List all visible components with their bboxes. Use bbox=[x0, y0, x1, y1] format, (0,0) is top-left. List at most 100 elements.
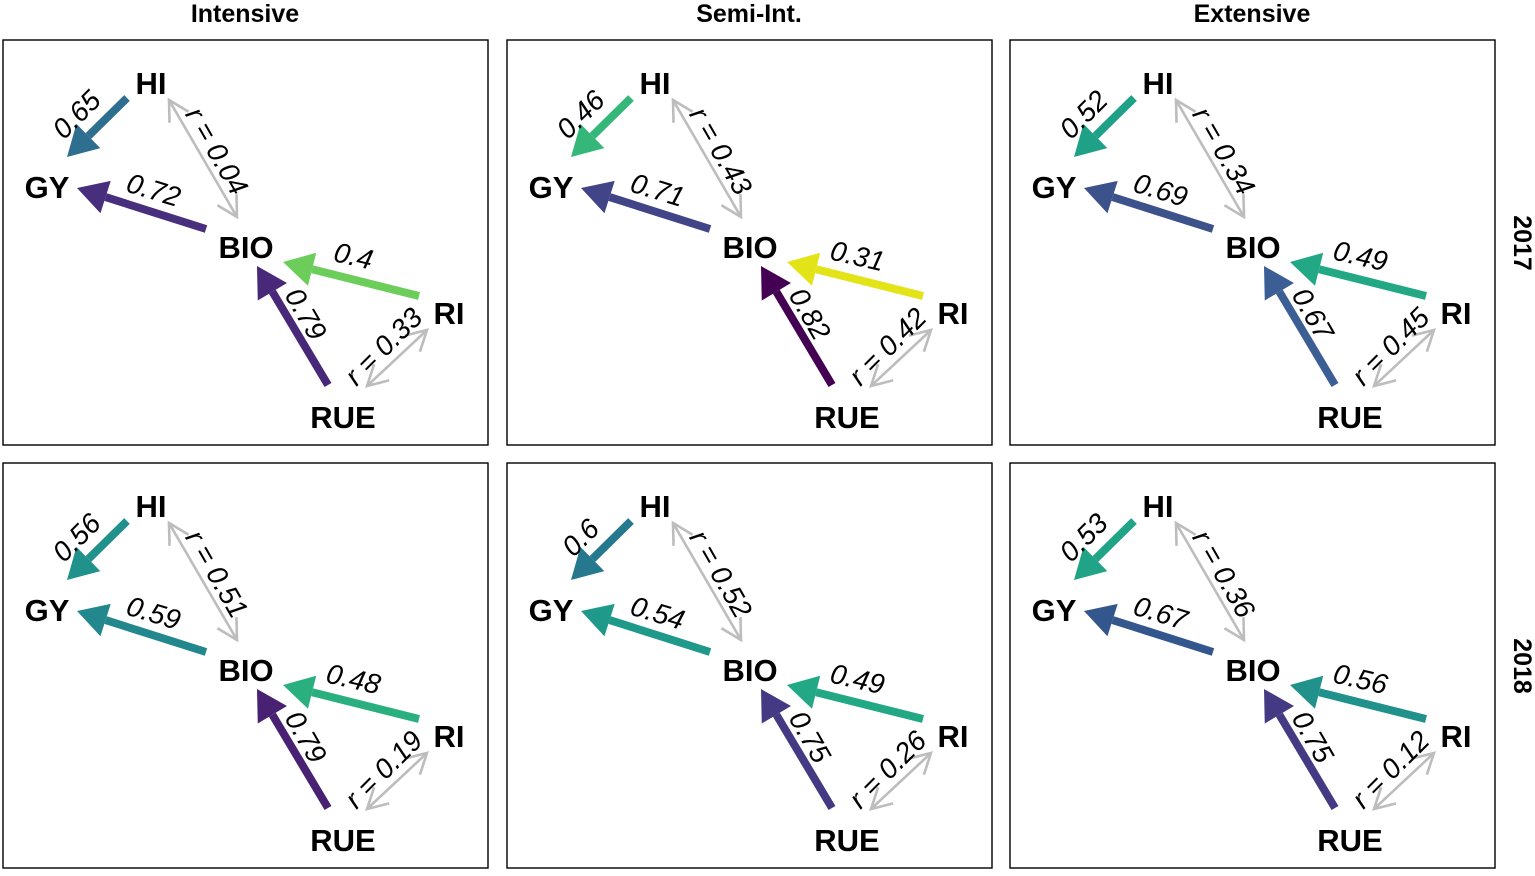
path-shaft bbox=[268, 712, 332, 811]
path-head bbox=[581, 603, 615, 637]
path-shaft bbox=[608, 616, 712, 656]
node-ri: RI bbox=[1441, 296, 1472, 331]
path-arrow-rue-to-bio: 0.67 bbox=[1264, 266, 1341, 388]
column-title-extensive: Extensive bbox=[1194, 0, 1311, 28]
path-head bbox=[1074, 123, 1108, 157]
correlation-head-end bbox=[869, 363, 894, 388]
correlation-head-end bbox=[216, 194, 239, 220]
path-shaft bbox=[1318, 688, 1427, 723]
path-arrow-rue-to-bio: 0.79 bbox=[257, 266, 333, 388]
path-head bbox=[67, 123, 101, 157]
node-ri: RI bbox=[938, 296, 969, 331]
path-coefficient-hi-to-gy: 0.46 bbox=[550, 84, 611, 145]
correlation-head-start bbox=[1411, 328, 1436, 353]
correlation-head-end bbox=[720, 194, 743, 220]
node-gy: GY bbox=[1032, 593, 1077, 628]
node-gy: GY bbox=[25, 170, 70, 205]
path-arrow-bio-to-gy: 0.54 bbox=[581, 590, 712, 656]
path-arrow-hi-to-gy: 0.65 bbox=[46, 84, 130, 157]
correlation-line bbox=[366, 752, 428, 810]
correlation-head-end bbox=[1372, 786, 1397, 811]
panel-intensive-2017: r = 0.04r = 0.330.650.720.40.79HIGYBIORI… bbox=[2, 39, 489, 446]
node-ri: RI bbox=[434, 719, 465, 754]
node-hi: HI bbox=[136, 489, 167, 524]
path-head bbox=[257, 689, 287, 724]
row-title-2018: 2018 bbox=[1508, 638, 1535, 694]
correlation-line bbox=[870, 329, 932, 387]
node-bio: BIO bbox=[1225, 653, 1280, 688]
node-hi: HI bbox=[640, 489, 671, 524]
path-arrow-bio-to-gy: 0.69 bbox=[1084, 167, 1215, 233]
node-gy: GY bbox=[1032, 170, 1077, 205]
correlation-head-end bbox=[1372, 363, 1397, 388]
path-head bbox=[1290, 675, 1324, 709]
path-arrow-rue-to-bio: 0.75 bbox=[761, 689, 837, 811]
node-hi: HI bbox=[1143, 66, 1174, 101]
node-rue: RUE bbox=[1317, 823, 1382, 858]
panel-semi-int-2018: r = 0.52r = 0.260.60.540.490.75HIGYBIORI… bbox=[506, 462, 993, 869]
panel-frame bbox=[2, 462, 489, 869]
path-shaft bbox=[1318, 265, 1427, 300]
path-head bbox=[761, 689, 791, 724]
correlation-head-start bbox=[1411, 751, 1436, 776]
panel-frame bbox=[2, 39, 489, 446]
path-coefficient-hi-to-gy: 0.52 bbox=[1053, 84, 1114, 145]
node-bio: BIO bbox=[218, 653, 273, 688]
path-coefficient-hi-to-gy: 0.53 bbox=[1053, 507, 1114, 568]
correlation-head-start bbox=[671, 97, 694, 123]
column-title-semi-int: Semi-Int. bbox=[696, 0, 802, 28]
path-shaft bbox=[268, 289, 332, 388]
path-head bbox=[571, 546, 605, 580]
row-title-2017: 2017 bbox=[1508, 215, 1535, 271]
correlation-head-end bbox=[1223, 194, 1246, 220]
path-arrow-hi-to-gy: 0.6 bbox=[556, 512, 634, 580]
path-arrow-bio-to-gy: 0.67 bbox=[1084, 590, 1215, 656]
correlation-arrow-hi-bio: r = 0.36 bbox=[1174, 520, 1261, 643]
node-rue: RUE bbox=[1317, 400, 1382, 435]
path-arrow-hi-to-gy: 0.53 bbox=[1053, 507, 1137, 580]
path-head bbox=[571, 123, 605, 157]
path-head bbox=[761, 266, 791, 301]
correlation-arrow-hi-bio: r = 0.04 bbox=[167, 97, 254, 220]
correlation-head-end bbox=[365, 363, 390, 388]
correlation-arrow-ri-rue: r = 0.12 bbox=[1346, 724, 1436, 814]
correlation-label-ri-rue: r = 0.45 bbox=[1346, 301, 1436, 391]
path-shaft bbox=[1275, 289, 1339, 388]
correlation-label-ri-rue: r = 0.33 bbox=[339, 301, 429, 391]
panel-frame bbox=[1009, 39, 1496, 446]
correlation-line bbox=[167, 99, 239, 218]
path-arrow-hi-to-gy: 0.52 bbox=[1053, 84, 1137, 157]
path-shaft bbox=[589, 518, 634, 562]
node-ri: RI bbox=[1441, 719, 1472, 754]
node-hi: HI bbox=[640, 66, 671, 101]
path-head bbox=[1264, 689, 1294, 724]
correlation-arrow-ri-rue: r = 0.33 bbox=[339, 301, 429, 391]
node-hi: HI bbox=[136, 66, 167, 101]
path-shaft bbox=[1092, 95, 1137, 139]
path-shaft bbox=[85, 95, 130, 139]
path-arrow-bio-to-gy: 0.71 bbox=[581, 167, 712, 233]
correlation-head-start bbox=[908, 751, 933, 776]
correlation-head-end bbox=[869, 786, 894, 811]
node-rue: RUE bbox=[814, 823, 879, 858]
correlation-head-start bbox=[908, 328, 933, 353]
panel-intensive-2018: r = 0.51r = 0.190.560.590.480.79HIGYBIOR… bbox=[2, 462, 489, 869]
correlation-arrow-hi-bio: r = 0.52 bbox=[671, 520, 758, 643]
node-gy: GY bbox=[25, 593, 70, 628]
path-coefficient-ri-to-bio: 0.4 bbox=[331, 236, 376, 275]
node-gy: GY bbox=[529, 593, 574, 628]
path-head bbox=[77, 180, 111, 214]
node-gy: GY bbox=[529, 170, 574, 205]
panel-semi-int-2017: r = 0.43r = 0.420.460.710.310.82HIGYBIOR… bbox=[506, 39, 993, 446]
path-head bbox=[1290, 252, 1324, 286]
path-shaft bbox=[311, 265, 420, 300]
path-head bbox=[257, 266, 287, 301]
correlation-head-start bbox=[167, 97, 190, 123]
panel-frame bbox=[506, 462, 993, 869]
node-rue: RUE bbox=[310, 400, 375, 435]
correlation-label-ri-rue: r = 0.26 bbox=[843, 724, 933, 814]
path-shaft bbox=[815, 265, 924, 300]
correlation-label-ri-rue: r = 0.42 bbox=[843, 301, 933, 391]
node-rue: RUE bbox=[814, 400, 879, 435]
